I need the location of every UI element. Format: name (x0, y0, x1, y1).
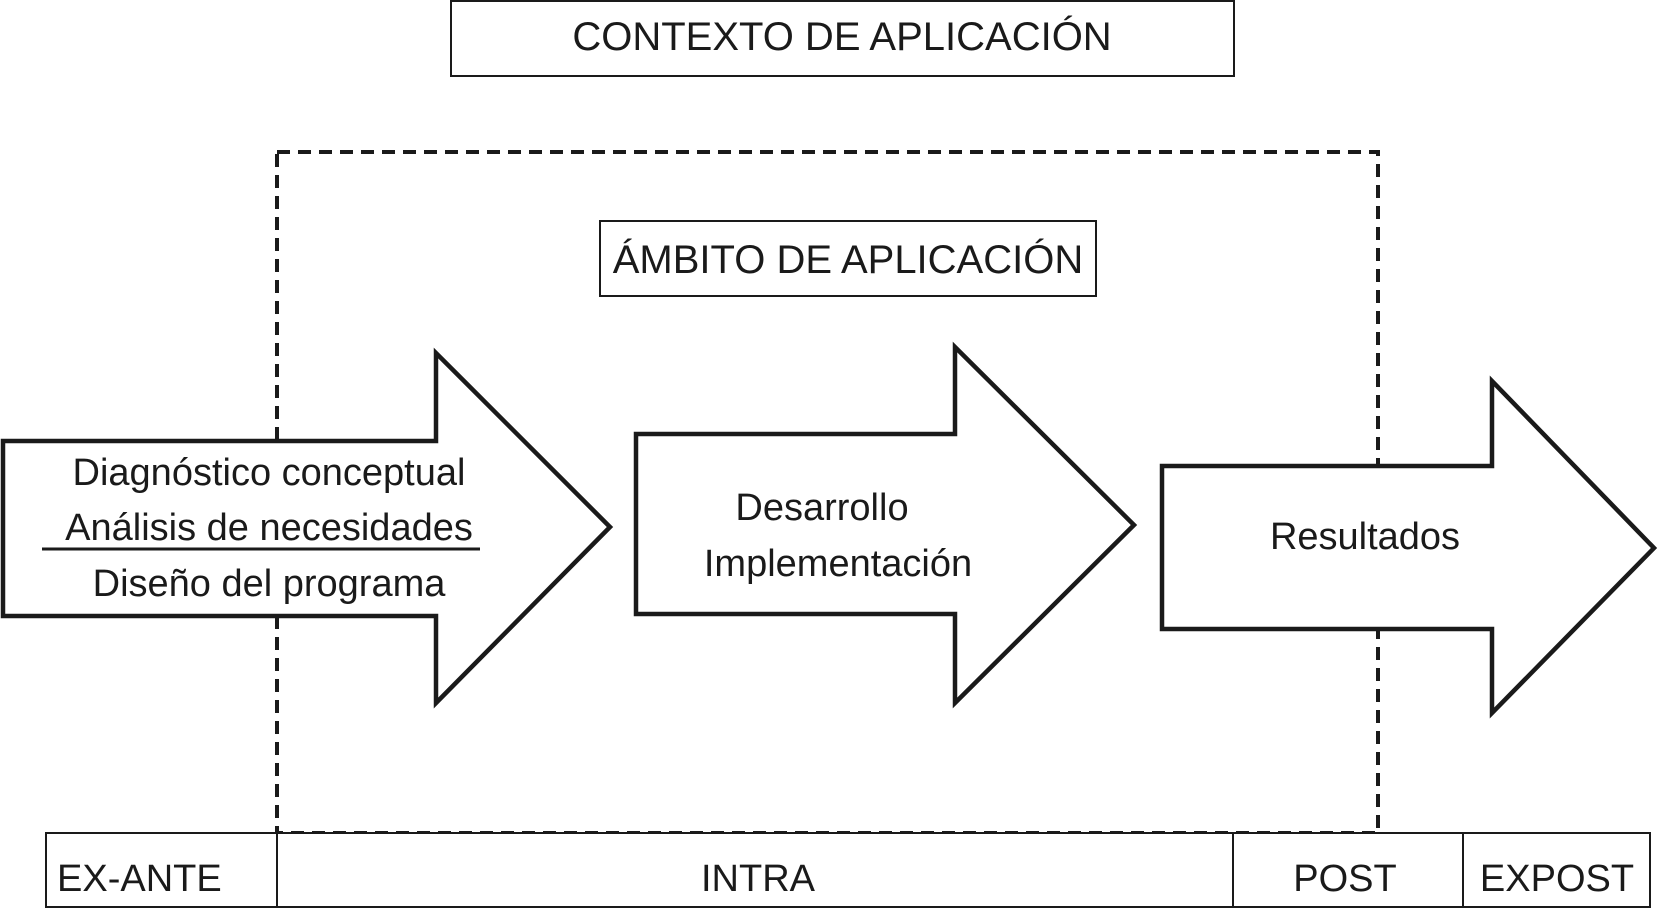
planning-line-diagnostico: Diagnóstico conceptual (73, 452, 466, 494)
timeline-ex-ante: EX-ANTE (57, 858, 222, 900)
context-box-frame (450, 0, 1235, 77)
timeline-expost: EXPOST (1480, 858, 1634, 900)
context-box: CONTEXTO DE APLICACIÓN (450, 0, 1235, 77)
development-arrow: Desarrollo Implementación (633, 341, 1138, 709)
planning-line-diseno: Diseño del programa (93, 563, 447, 605)
scope-box: ÁMBITO DE APLICACIÓN (599, 220, 1097, 297)
development-arrow-shape (633, 341, 1138, 709)
results-arrow: Resultados (1159, 375, 1658, 719)
timeline-post: POST (1293, 858, 1396, 900)
context-label: CONTEXTO DE APLICACIÓN (572, 14, 1111, 59)
timeline-frame (45, 832, 1651, 908)
scope-box-frame (599, 220, 1097, 297)
planning-arrow: Diagnóstico conceptual Análisis de neces… (0, 347, 614, 709)
scope-label: ÁMBITO DE APLICACIÓN (613, 237, 1084, 282)
development-line-implementacion: Implementación (704, 543, 972, 585)
timeline-intra: INTRA (701, 858, 816, 900)
results-arrow-shape (1159, 375, 1658, 719)
timeline-bar: EX-ANTE INTRA POST EXPOST (45, 832, 1651, 908)
results-line: Resultados (1270, 516, 1460, 558)
planning-line-analisis: Análisis de necesidades (65, 507, 473, 549)
development-line-desarrollo: Desarrollo (735, 487, 908, 529)
planning-arrow-shape (0, 347, 614, 709)
